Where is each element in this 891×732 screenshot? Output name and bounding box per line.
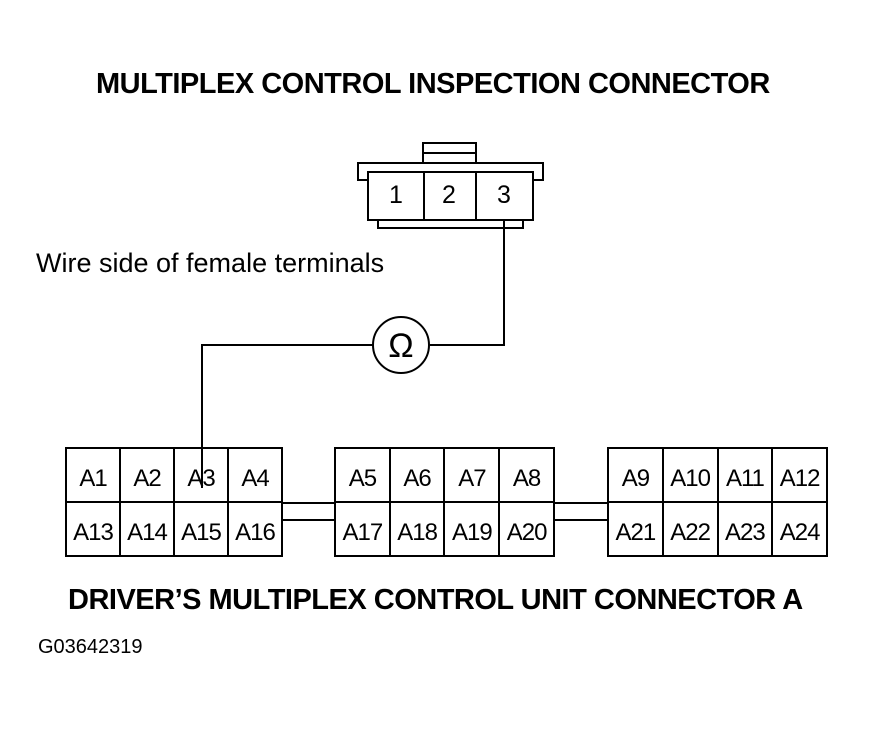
terminal-label: 2 [442, 181, 456, 209]
terminal-label: A17 [343, 519, 383, 546]
inspection-connector-title: MULTIPLEX CONTROL INSPECTION CONNECTOR [96, 68, 770, 100]
terminal-label: A5 [349, 465, 377, 492]
terminal-label: A9 [622, 465, 650, 492]
terminal-label: A24 [780, 519, 820, 546]
terminal-label: A8 [513, 465, 541, 492]
terminal-label: A19 [452, 519, 492, 546]
terminal-label: A3 [187, 465, 215, 492]
terminal-label: A4 [241, 465, 269, 492]
ohmmeter-symbol [372, 316, 430, 374]
terminal-label: A1 [79, 465, 107, 492]
terminal-label: A12 [780, 465, 820, 492]
terminal-label: A15 [181, 519, 221, 546]
terminal-label: A18 [397, 519, 437, 546]
wire-side-note: Wire side of female terminals [36, 248, 385, 278]
terminal-label: A14 [127, 519, 167, 546]
terminal-label: A20 [507, 519, 547, 546]
unit-connector-a [65, 447, 828, 557]
terminal-label: 3 [497, 181, 511, 209]
terminal-label: A11 [726, 465, 765, 492]
test-lead-a3 [201, 344, 373, 488]
figure-id: G03642319 [38, 636, 143, 658]
test-lead-terminal-3 [430, 220, 505, 346]
terminal-label: A10 [670, 465, 710, 492]
terminal-label: A13 [73, 519, 113, 546]
terminal-label: A22 [670, 519, 710, 546]
terminal-label: 1 [389, 181, 403, 209]
inspection-terminal-labels: 1 2 3 [389, 181, 511, 209]
terminal-label: A21 [616, 519, 656, 546]
terminal-label: A23 [725, 519, 765, 546]
test-leads [201, 220, 505, 488]
unit-connector-title: DRIVER’S MULTIPLEX CONTROL UNIT CONNECTO… [68, 584, 803, 616]
terminal-label: A2 [133, 465, 161, 492]
terminal-label: A16 [235, 519, 275, 546]
terminal-label: A6 [403, 465, 431, 492]
terminal-label: A7 [458, 465, 486, 492]
ohm-icon: Ω [388, 327, 413, 365]
